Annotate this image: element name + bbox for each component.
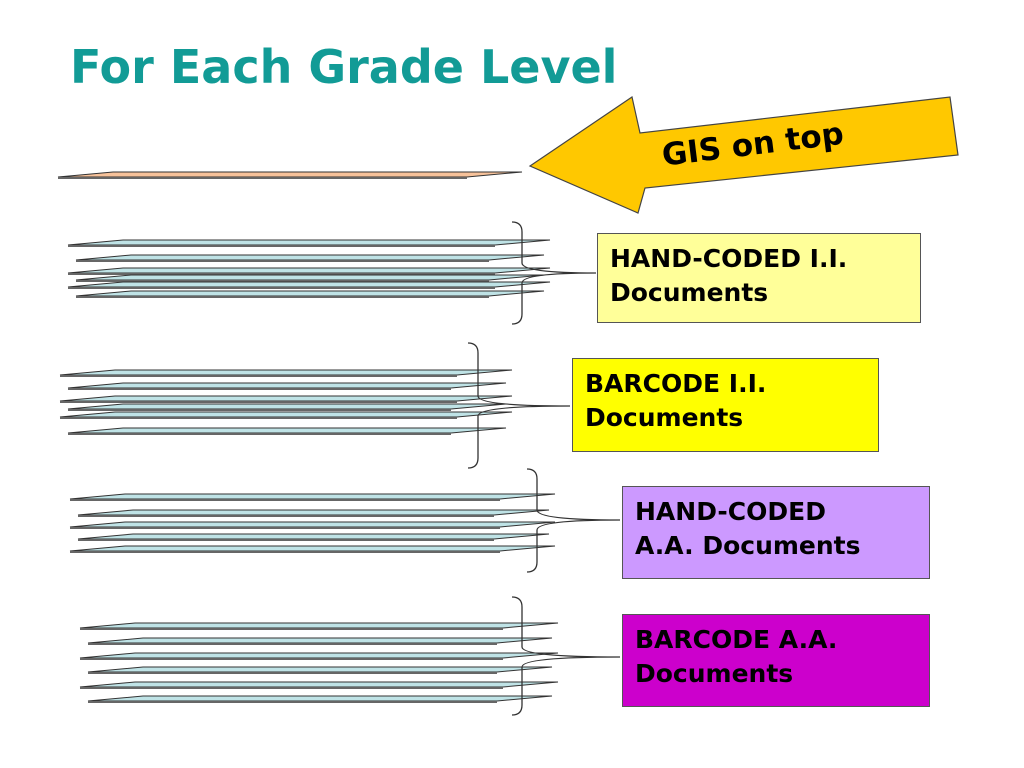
gis-arrow (528, 96, 959, 214)
document-sheet-g2-4 (67, 403, 507, 410)
document-sheet-g2-1 (59, 369, 513, 376)
document-sheet-g2-5 (59, 411, 513, 418)
document-sheet-g2-6 (67, 427, 507, 434)
document-sheet-g4-3 (79, 652, 559, 659)
box-line-2: Documents (585, 403, 744, 432)
document-sheet-g2-3 (59, 395, 513, 402)
box-line-1: BARCODE A.A. (635, 625, 838, 654)
hand-coded-ii-documents-box: HAND-CODED I.I. Documents (597, 233, 921, 323)
document-sheet-g1-1 (67, 239, 551, 246)
document-sheet-g3-2 (77, 509, 550, 516)
box-line-2: Documents (610, 278, 769, 307)
box-line-1: HAND-CODED I.I. (610, 244, 848, 273)
document-sheet-g3-3 (69, 521, 556, 528)
box-line-1: BARCODE I.I. (585, 369, 767, 398)
document-sheet-g4-1 (79, 622, 559, 629)
box-line-2: Documents (635, 659, 794, 688)
document-sheet-g4-2 (87, 637, 553, 644)
gis-sheet (57, 171, 523, 178)
document-sheet-g4-4 (87, 666, 553, 673)
brace-group-2 (467, 342, 571, 469)
brace-group-4 (511, 596, 621, 716)
document-sheet-g1-4 (75, 274, 545, 281)
box-line-1: HAND-CODED (635, 497, 826, 526)
document-sheet-g2-2 (67, 382, 507, 389)
document-sheet-g3-5 (69, 545, 556, 552)
document-sheet-g1-3 (67, 267, 551, 274)
document-sheet-g1-2 (75, 254, 545, 261)
brace-group-1 (511, 221, 597, 325)
slide-title: For Each Grade Level (70, 40, 618, 94)
barcode-ii-documents-box: BARCODE I.I. Documents (572, 358, 879, 452)
document-sheet-g3-4 (77, 533, 550, 540)
barcode-aa-documents-box: BARCODE A.A. Documents (622, 614, 930, 707)
document-sheet-g4-5 (79, 681, 559, 688)
brace-group-3 (526, 468, 621, 573)
document-sheet-g3-1 (69, 493, 556, 500)
hand-coded-aa-documents-box: HAND-CODED A.A. Documents (622, 486, 930, 579)
document-sheet-g1-5 (67, 281, 551, 288)
document-sheet-g4-6 (87, 695, 553, 702)
document-sheet-g1-6 (75, 290, 545, 297)
box-line-2: A.A. Documents (635, 531, 861, 560)
